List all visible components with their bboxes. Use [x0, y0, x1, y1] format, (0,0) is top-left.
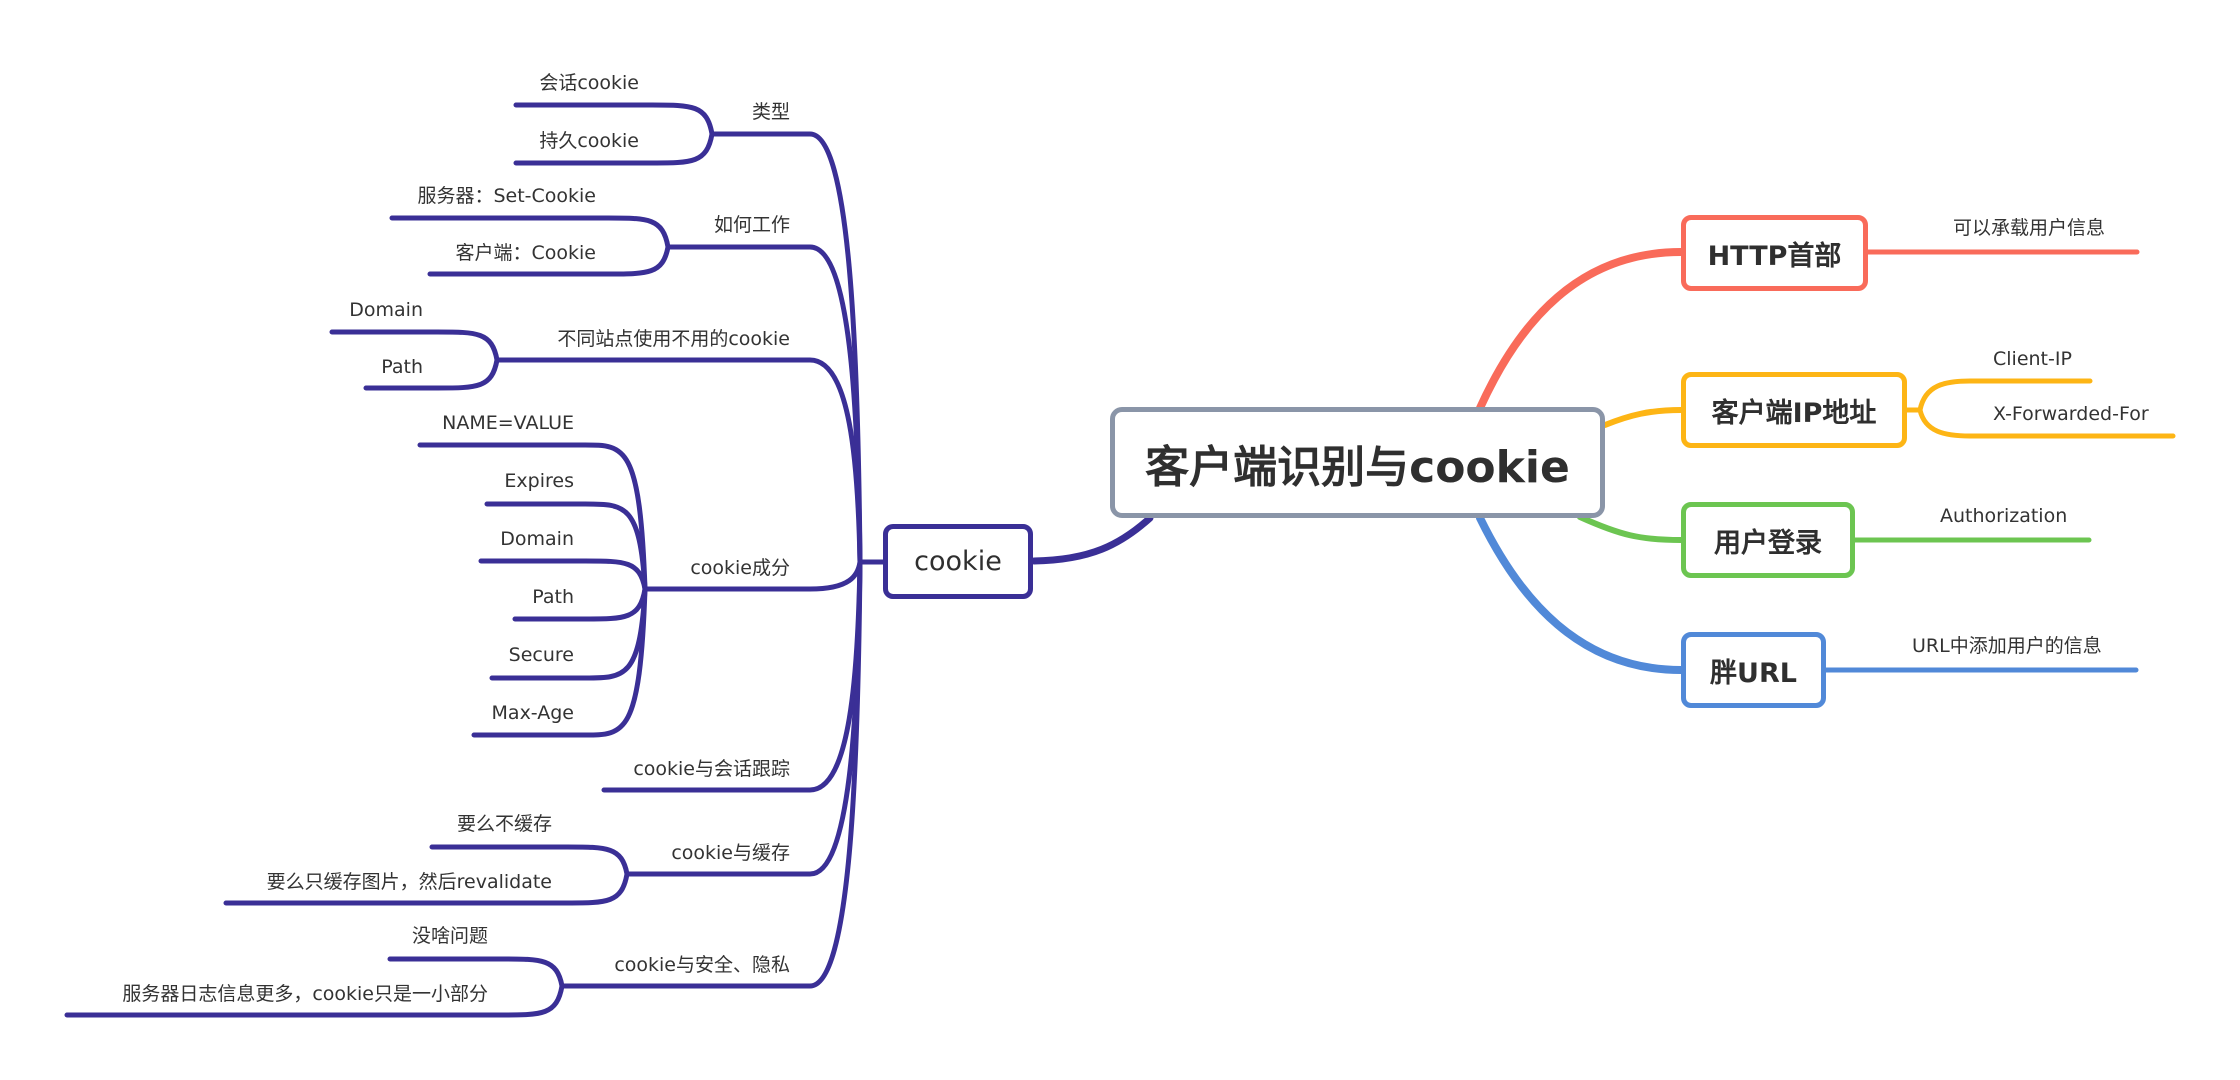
central-topic-title: 客户端识别与cookie	[1145, 441, 1570, 493]
leaf-server-logs[interactable]: 服务器日志信息更多，cookie只是一小部分	[122, 983, 488, 1005]
connector-central-login	[1577, 514, 1684, 543]
connector-leaf-security-privacy-1	[64, 983, 565, 1018]
connector-leaf-types-1	[513, 131, 715, 166]
connector-leaf-how-it-works-0	[389, 215, 671, 250]
branch-cookie-caching[interactable]: cookie与缓存	[671, 842, 790, 864]
branch-security-privacy[interactable]: cookie与安全、隐私	[614, 954, 790, 976]
connector-leaf-how-it-works-1	[427, 244, 671, 277]
leaf-no-problem[interactable]: 没啥问题	[411, 925, 488, 947]
leaf-url-user-info[interactable]: URL中添加用户的信息	[1912, 635, 2102, 657]
branch-different-sites[interactable]: 不同站点使用不用的cookie	[557, 328, 790, 350]
topic-client-ip-title: 客户端IP地址	[1711, 397, 1877, 429]
leaf-secure[interactable]: Secure	[508, 644, 574, 666]
connector-leaf-types-0	[513, 102, 715, 137]
connector-ip-xff	[1917, 407, 2176, 439]
leaf-http-carry-user-info[interactable]: 可以承载用户信息	[1953, 217, 2106, 239]
topic-user-login[interactable]: 用户登录	[1681, 502, 1855, 578]
topic-cookie[interactable]: cookie	[883, 524, 1033, 599]
leaf-no-cache[interactable]: 要么不缓存	[456, 813, 552, 835]
connector-leaf-cookie-caching-1	[223, 871, 630, 906]
connector-branch-cookie-caching	[624, 559, 863, 877]
connector-central-http	[1476, 248, 1685, 412]
leaf-x-forwarded-for[interactable]: X-Forwarded-For	[1993, 403, 2149, 425]
connector-leaf-different-sites-0	[329, 329, 500, 363]
topic-fat-url-title: 胖URL	[1710, 657, 1797, 689]
leaf-client-ip[interactable]: Client-IP	[1993, 348, 2072, 370]
connector-leaf-different-sites-1	[363, 357, 500, 391]
connector-central-cookie	[1030, 514, 1154, 565]
branch-types[interactable]: 类型	[751, 101, 790, 123]
connector-leaf-cookie-components-0	[417, 442, 648, 592]
connector-leaf-cookie-components-2	[478, 558, 648, 592]
leaf-client-cookie[interactable]: 客户端：Cookie	[455, 242, 597, 264]
connector-leaf-security-privacy-0	[387, 956, 565, 989]
central-topic[interactable]: 客户端识别与cookie	[1110, 407, 1605, 518]
topic-fat-url[interactable]: 胖URL	[1681, 632, 1826, 708]
connector-leaf-cookie-components-1	[484, 501, 648, 592]
connector-branch-different-sites	[494, 357, 863, 565]
leaf-server-set-cookie[interactable]: 服务器：Set-Cookie	[417, 185, 596, 207]
leaf-session-cookie[interactable]: 会话cookie	[539, 72, 639, 94]
topic-http-header-title: HTTP首部	[1707, 240, 1842, 272]
topic-http-header[interactable]: HTTP首部	[1681, 215, 1868, 291]
leaf-domain-site[interactable]: Domain	[349, 299, 423, 321]
leaf-max-age[interactable]: Max-Age	[491, 702, 574, 724]
leaf-domain[interactable]: Domain	[500, 528, 574, 550]
branch-cookie-components[interactable]: cookie成分	[690, 557, 790, 579]
leaf-expires[interactable]: Expires	[504, 470, 574, 492]
topic-user-login-title: 用户登录	[1714, 527, 1822, 559]
connector-central-url	[1476, 514, 1685, 674]
connector-ip-client	[1917, 378, 2093, 413]
connector-leaf-cookie-components-5	[471, 586, 648, 738]
connector-branch-security-privacy	[559, 559, 863, 989]
leaf-persistent-cookie[interactable]: 持久cookie	[539, 130, 639, 152]
leaf-name-value[interactable]: NAME=VALUE	[442, 412, 574, 434]
leaf-path[interactable]: Path	[532, 586, 574, 608]
topic-cookie-title: cookie	[914, 546, 1002, 577]
leaf-cache-images-revalidate[interactable]: 要么只缓存图片，然后revalidate	[266, 871, 552, 893]
leaf-authorization[interactable]: Authorization	[1940, 505, 2068, 527]
connector-leaf-cookie-caching-0	[429, 844, 630, 877]
connector-central-ip	[1602, 407, 1684, 428]
branch-how-it-works[interactable]: 如何工作	[713, 214, 790, 236]
topic-client-ip[interactable]: 客户端IP地址	[1681, 372, 1907, 448]
connector-branch-how-it-works	[665, 244, 863, 565]
branch-session-tracking[interactable]: cookie与会话跟踪	[633, 758, 790, 780]
leaf-path-site[interactable]: Path	[381, 356, 423, 378]
